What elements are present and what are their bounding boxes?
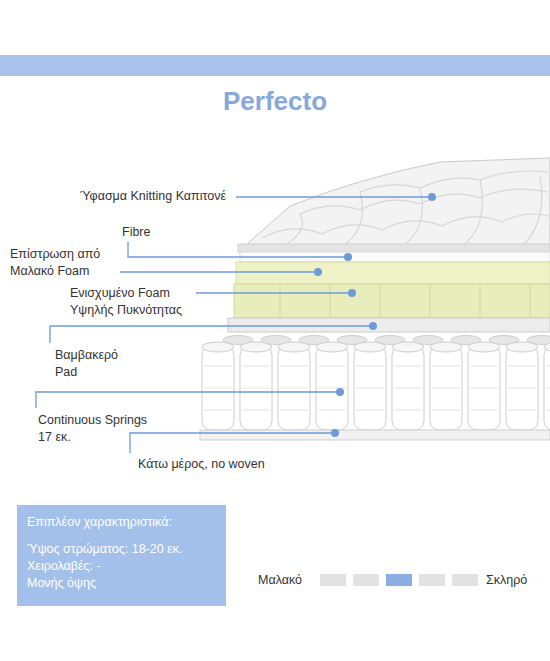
box-line: Ύψος στρώματος: 18-20 εκ. [27,541,216,558]
part-label: Επίστρωση από Μαλακό Foam [10,246,115,280]
spring [544,342,550,430]
part-label: Fibre [122,224,150,241]
part-label: Ενισχυμένο Foam Υψηλής Πυκνότητας [70,285,192,319]
leader-dots [314,193,436,437]
box-line: Χειρολαβές: - [27,558,216,575]
bottom-layer [200,430,550,440]
soft-foam-layer [236,262,550,284]
quilting [262,171,548,248]
firmness-scale [320,574,478,586]
spring [202,342,234,430]
fabric-edge [238,244,550,252]
cotton-pad [228,318,550,332]
hd-foam-layer [234,284,550,318]
spring [240,342,272,430]
spring [392,342,424,430]
spring [506,342,538,430]
spring [278,342,310,430]
scale-label: Μαλακό [258,572,302,589]
part-label: Ύφασμα Knitting Καπιτονέ [80,188,226,205]
part-label: Continuous Springs 17 εκ. [38,412,163,446]
title: Perfecto [0,86,550,117]
box-line: Μονής όψης [27,575,216,592]
spring [316,342,348,430]
part-label: Βαμβακερό Pad [55,347,127,381]
spring [430,342,462,430]
box-heading: Επιπλέον χαρακτηριστικά: [27,514,216,531]
springs [202,336,550,431]
spring [468,342,500,430]
leader-lines [36,197,432,453]
top-bar [0,55,550,76]
spring [354,342,386,430]
scale-label: Σκληρό [486,572,527,589]
part-label: Κάτω μέρος, no woven [138,456,265,473]
foam-blocks [280,284,530,318]
info-box: Επιπλέον χαρακτηριστικά: Ύψος στρώματος: … [17,505,226,606]
fabric-top [238,158,550,252]
